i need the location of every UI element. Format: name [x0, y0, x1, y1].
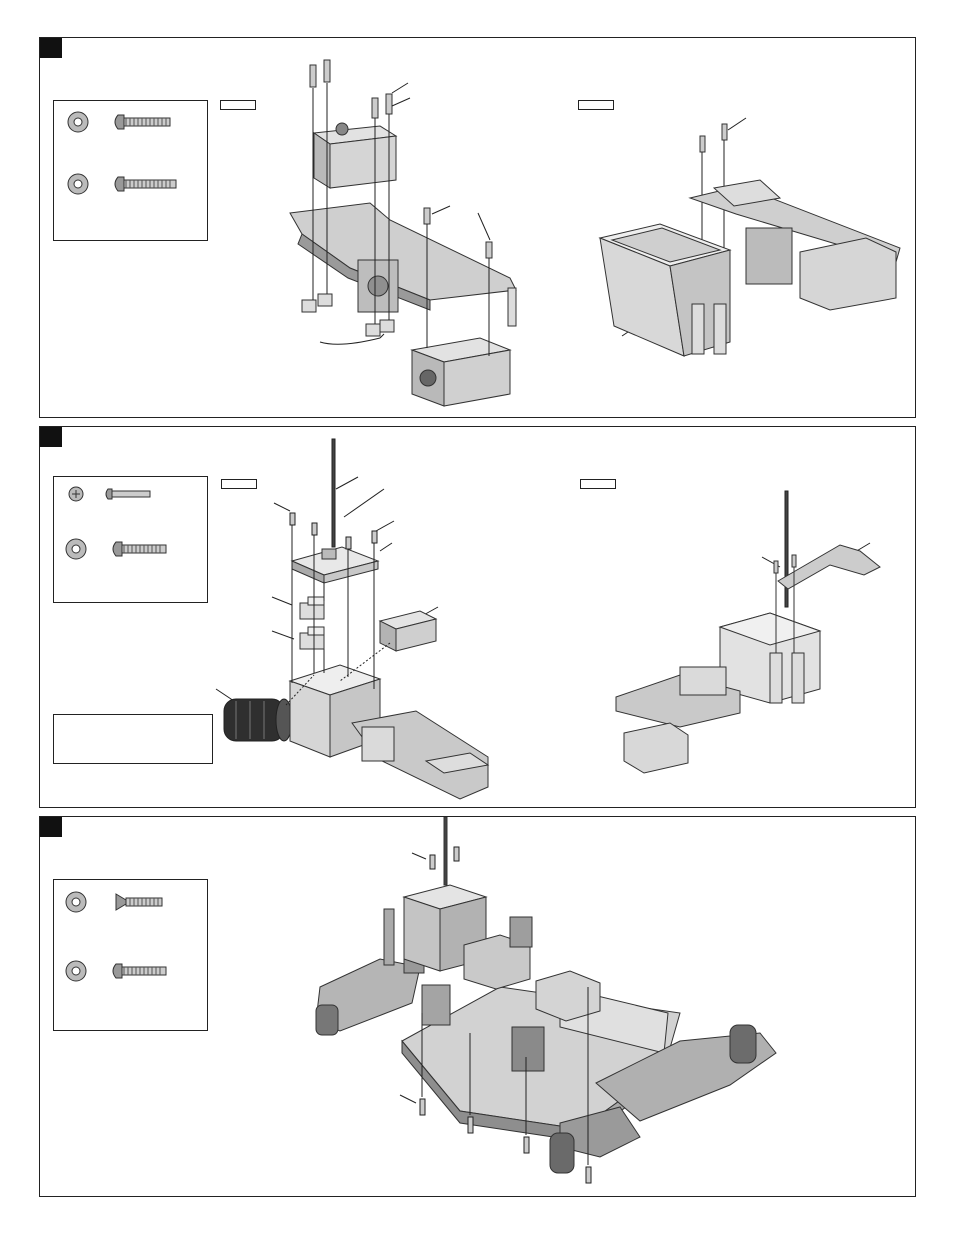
step-3-chassis-illustration [40, 817, 917, 1198]
receiver [380, 611, 436, 651]
throttle-servo [412, 338, 510, 406]
step-2-illustration [40, 427, 917, 809]
step-2-panel [39, 426, 916, 808]
step-1-panel [39, 37, 916, 418]
receiver-box [600, 224, 730, 356]
step-1-illustration [40, 38, 917, 419]
servo-assembly [352, 711, 488, 799]
step-3-panel [39, 816, 916, 1197]
battery-pack [224, 699, 292, 741]
receiver-box-lid [292, 547, 378, 583]
steering-servo [314, 123, 396, 188]
servo-assembly-view-b [616, 545, 880, 773]
